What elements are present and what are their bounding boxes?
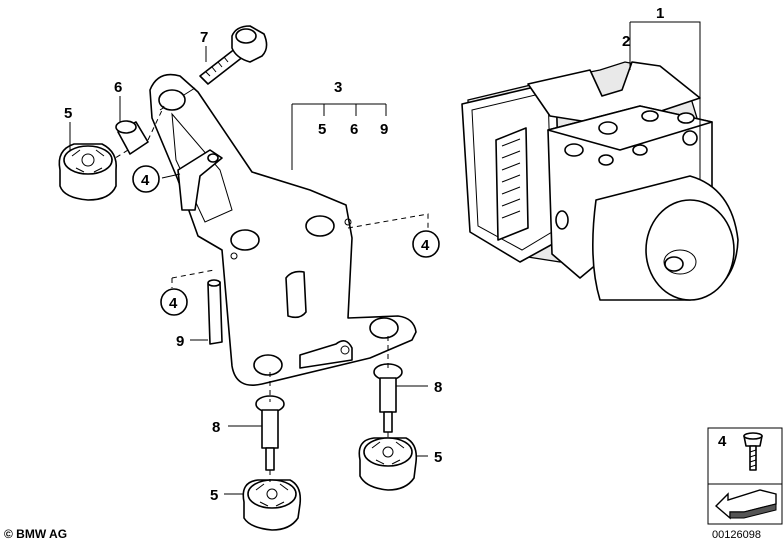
callout-6: 6 (114, 79, 122, 96)
callout-8-right: 8 (434, 379, 442, 396)
callout-3-sub-6: 6 (350, 121, 358, 138)
bolt-icon (743, 432, 763, 471)
pin-9 (207, 279, 223, 345)
abs-hydraulic-unit (461, 61, 739, 301)
callout-3: 3 (334, 79, 342, 96)
copyright-text: © BMW AG (4, 527, 67, 541)
rubber-mount-bottom-right (358, 437, 418, 491)
rubber-mount-top-left (58, 143, 118, 201)
callout-3-sub-9: 9 (380, 121, 388, 138)
callout-4-circle-left: 4 (132, 165, 160, 193)
svg-text:4: 4 (421, 237, 430, 254)
callout-7: 7 (200, 29, 208, 46)
callout-8-left: 8 (212, 419, 220, 436)
sleeve-6 (115, 120, 149, 155)
callout-5-right: 5 (434, 449, 442, 466)
callout-2: 2 (622, 33, 630, 50)
callout-1: 1 (656, 5, 664, 22)
callout-5-top: 5 (64, 105, 72, 122)
legend-box: 4 (707, 427, 783, 525)
callout-9: 9 (176, 333, 184, 350)
legend-label-4: 4 (718, 433, 727, 450)
rubber-mount-bottom-center (242, 479, 302, 531)
callout-5-bottom: 5 (210, 487, 218, 504)
diagram-id: 00126098 (712, 529, 761, 541)
callout-4-circle-right: 4 (412, 230, 440, 258)
svg-text:4: 4 (141, 172, 150, 189)
screw-7 (199, 25, 268, 85)
svg-text:4: 4 (169, 295, 178, 312)
arrow-icon (714, 489, 777, 520)
mounting-bracket (149, 73, 417, 386)
stud-bolt-left (255, 395, 285, 471)
callout-3-sub-5: 5 (318, 121, 326, 138)
callout-4-circle-bottom: 4 (160, 288, 188, 316)
stud-bolt-right (373, 363, 403, 433)
